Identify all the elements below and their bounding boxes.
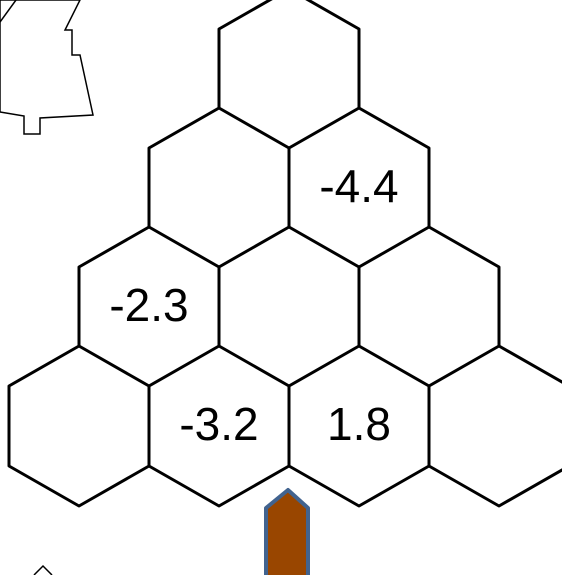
hex-value: -2.3 — [109, 279, 188, 331]
hex-value: 1.8 — [327, 398, 391, 450]
hex-grid: -4.4 -2.3 -3.2 1.8 — [7, 0, 562, 508]
hex-shape — [427, 344, 562, 508]
tree-top-icon — [33, 564, 53, 575]
tree-outline-icon — [0, 0, 94, 135]
tree-trunk-icon — [264, 488, 310, 575]
hex-value: -3.2 — [179, 398, 258, 450]
hex-value: -4.4 — [319, 160, 398, 212]
hex-cell[interactable] — [427, 344, 562, 508]
hex-cell[interactable]: -4.4 — [287, 106, 431, 270]
